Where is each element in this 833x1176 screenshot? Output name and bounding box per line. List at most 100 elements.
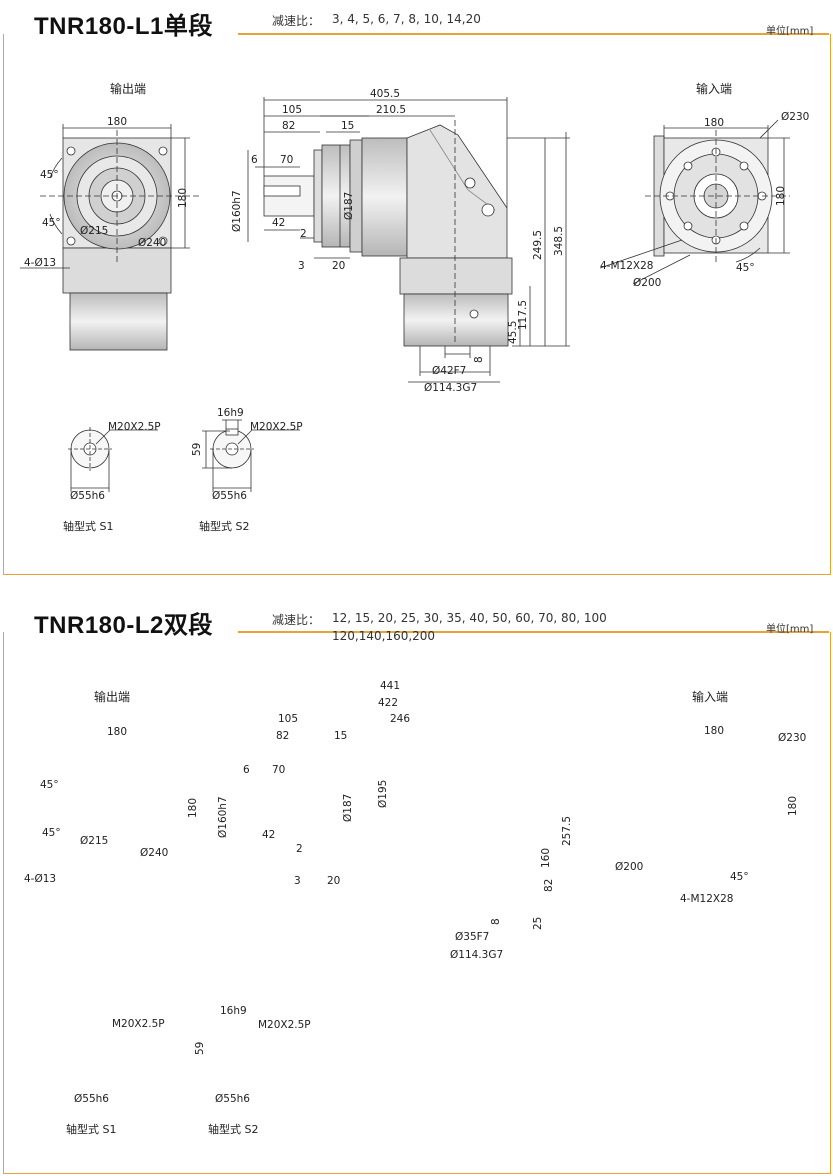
section-l2-title: TNR180-L2双段 xyxy=(34,605,213,640)
l2-dim-160: Ø160h7 xyxy=(217,796,229,838)
l1-dim-s2-16: 16h9 xyxy=(217,407,244,419)
l1-dim-82: 82 xyxy=(282,120,296,132)
l2-dim-out-45a: 45° xyxy=(40,779,59,791)
l1-dim-45: 45.5 xyxy=(507,320,519,344)
l1-dim-187: Ø187 xyxy=(343,191,355,220)
l2-dim-160b: 160 xyxy=(540,847,552,868)
l2-dim-195: Ø195 xyxy=(377,779,389,808)
section-l2-output-label: 输出端 xyxy=(94,690,131,704)
l2-dim-6: 6 xyxy=(243,764,250,776)
l2-dim-257: 257.5 xyxy=(561,815,573,846)
l2-dim-out-180: 180 xyxy=(107,726,128,738)
l1-dim-405: 405.5 xyxy=(370,88,401,100)
l1-dim-out-180v: 180 xyxy=(177,187,189,208)
l2-dim-70: 70 xyxy=(272,764,286,776)
section-l2-ratio-label: 减速比： xyxy=(272,613,321,627)
section-l1-ratios: 3, 4, 5, 6, 7, 8, 10, 14,20 xyxy=(332,12,481,26)
l1-dim-6: 6 xyxy=(251,154,258,166)
section-l1-unit: 单位[mm] xyxy=(766,26,814,37)
l1-dim-s2-59: 59 xyxy=(191,442,203,456)
section-l1-shaft-s1-label: 轴型式 S1 xyxy=(63,520,114,533)
l2-dim-in-180: 180 xyxy=(704,725,725,737)
l1-input-view xyxy=(599,119,790,285)
l1-dim-117: 117.5 xyxy=(517,299,529,330)
l1-dim-s1-m20: M20X2.5P xyxy=(108,421,161,433)
l2-dim-out-4d13: 4-Ø13 xyxy=(24,873,57,885)
l2-dim-187: Ø187 xyxy=(342,793,354,822)
section-l2-shaft-s2-label: 轴型式 S2 xyxy=(208,1123,259,1136)
section-l2-panel xyxy=(3,632,831,1174)
l1-dim-348: 348.5 xyxy=(553,225,565,256)
l2-dim-114: Ø114.3G7 xyxy=(450,949,504,961)
section-l1-title: TNR180-L1单段 xyxy=(34,6,213,41)
l2-dim-s2-16: 16h9 xyxy=(220,1005,247,1017)
l1-dim-s1-55: Ø55h6 xyxy=(70,490,105,502)
l2-dim-in-45: 45° xyxy=(730,871,749,883)
l2-dim-20: 20 xyxy=(327,875,341,887)
l1-shaft-s1 xyxy=(68,427,158,492)
l1-dim-in-200: Ø200 xyxy=(633,277,662,289)
l1-dim-160: Ø160h7 xyxy=(231,190,243,232)
section-l1-input-label: 输入端 xyxy=(696,82,733,96)
l2-dim-15: 15 xyxy=(334,730,348,742)
l1-dim-70: 70 xyxy=(280,154,294,166)
l2-dim-105: 105 xyxy=(278,713,299,725)
l2-dim-s2-55: Ø55h6 xyxy=(215,1093,250,1105)
l1-side-view xyxy=(247,97,570,383)
l1-dim-2: 2 xyxy=(300,228,307,240)
l1-dim-out-45b: 45° xyxy=(42,217,61,229)
l2-dim-in-200: Ø200 xyxy=(615,861,644,873)
l1-dim-42f7: Ø42F7 xyxy=(432,365,467,377)
section-l2-unit: 单位[mm] xyxy=(766,624,814,635)
section-l1-ratio-label: 减速比： xyxy=(272,14,321,28)
l2-dim-441: 441 xyxy=(380,680,401,692)
l1-dim-out-215: Ø215 xyxy=(80,225,109,237)
l2-dim-3: 3 xyxy=(294,875,301,887)
l2-dim-82: 82 xyxy=(276,730,290,742)
l1-dim-out-4d13: 4-Ø13 xyxy=(24,257,57,269)
l1-dim-3: 3 xyxy=(298,260,305,272)
l2-dim-out-180v: 180 xyxy=(187,797,199,818)
l2-dim-2: 2 xyxy=(296,843,303,855)
l2-dim-s2-59: 59 xyxy=(194,1041,206,1055)
l1-dim-20: 20 xyxy=(332,260,346,272)
l1-dim-in-180v: 180 xyxy=(775,185,787,206)
l1-dim-in-180: 180 xyxy=(704,117,725,129)
l1-dim-out-45a: 45° xyxy=(40,169,59,181)
section-l1-output-label: 输出端 xyxy=(110,82,147,96)
l2-dim-422: 422 xyxy=(378,697,399,709)
l2-dim-35f7: Ø35F7 xyxy=(455,931,490,943)
l1-dim-in-m12: 4-M12X28 xyxy=(600,260,654,272)
l1-dim-210: 210.5 xyxy=(376,104,407,116)
l1-dim-15: 15 xyxy=(341,120,355,132)
l2-dim-out-215: Ø215 xyxy=(80,835,109,847)
l2-dim-s1-m20: M20X2.5P xyxy=(112,1018,165,1030)
l1-dim-105: 105 xyxy=(282,104,303,116)
l1-dim-in-230: Ø230 xyxy=(781,111,810,123)
l1-dim-out-180: 180 xyxy=(107,116,128,128)
l2-dim-in-m12: 4-M12X28 xyxy=(680,893,734,905)
l2-dim-25: 25 xyxy=(532,916,544,930)
section-l2-rule xyxy=(238,631,829,633)
section-l2-ratios-line1: 12, 15, 20, 25, 30, 35, 40, 50, 60, 70, … xyxy=(332,611,607,625)
l1-dim-s2-m20: M20X2.5P xyxy=(250,421,303,433)
l2-dim-8: 8 xyxy=(490,918,502,925)
section-l2-shaft-s1-label: 轴型式 S1 xyxy=(66,1123,117,1136)
l2-dim-out-240: Ø240 xyxy=(140,847,169,859)
l1-dim-42: 42 xyxy=(272,217,286,229)
l1-dim-out-240: Ø240 xyxy=(138,237,167,249)
l2-dim-in-230: Ø230 xyxy=(778,732,807,744)
l2-dim-s1-55: Ø55h6 xyxy=(74,1093,109,1105)
l2-dim-in-180v: 180 xyxy=(787,795,799,816)
l1-dim-in-45: 45° xyxy=(736,262,755,274)
l1-dim-249: 249.5 xyxy=(532,229,544,260)
l2-dim-out-45b: 45° xyxy=(42,827,61,839)
l1-dim-114: Ø114.3G7 xyxy=(424,382,478,394)
l1-output-view xyxy=(20,124,200,351)
l2-dim-82b: 82 xyxy=(543,878,555,892)
section-l2-input-label: 输入端 xyxy=(692,690,729,704)
l1-dim-s2-55: Ø55h6 xyxy=(212,490,247,502)
section-l1-shaft-s2-label: 轴型式 S2 xyxy=(199,520,250,533)
section-l1-rule xyxy=(238,33,829,35)
l2-dim-246: 246 xyxy=(390,713,411,725)
